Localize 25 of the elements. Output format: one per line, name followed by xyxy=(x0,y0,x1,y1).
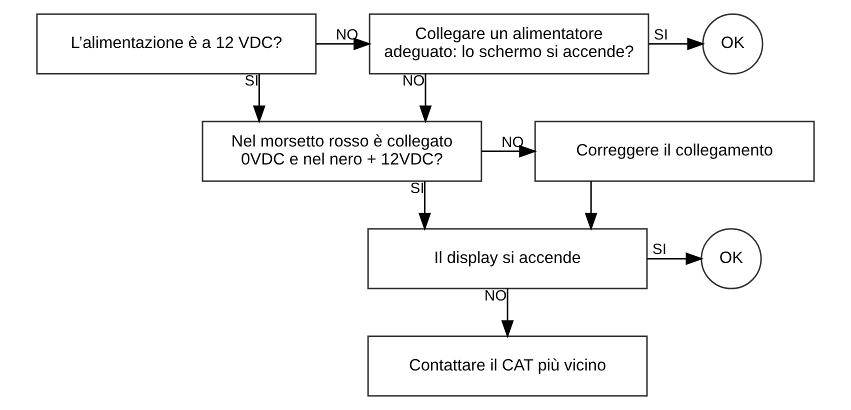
node-box: L’alimentazione è a 12 VDC? xyxy=(36,13,317,74)
edge-label: NO xyxy=(336,27,358,44)
edge-label: NO xyxy=(501,134,524,151)
node-circle: OK xyxy=(702,13,764,74)
node-box: Nel morsetto rosso è collegato 0VDC e nel nero + 12VDC? xyxy=(202,120,482,182)
arrow xyxy=(648,38,706,50)
node-box: Contattare il CAT più vicino xyxy=(367,336,648,397)
edge-label: NO xyxy=(402,74,425,90)
arrow xyxy=(419,74,432,124)
edge-label: SI xyxy=(652,242,666,258)
edge-label: SI xyxy=(244,74,259,90)
arrow xyxy=(252,74,266,124)
node-circle: OK xyxy=(700,228,762,290)
arrow xyxy=(316,38,372,50)
arrow xyxy=(647,252,704,265)
edge-label: SI xyxy=(654,27,668,44)
node-box: Il display si accende xyxy=(367,228,648,290)
edge-label: NO xyxy=(484,288,507,304)
arrow xyxy=(482,145,538,158)
arrow xyxy=(501,288,514,338)
node-box: Collegare un alimentatore adeguato: lo schermo si accende? xyxy=(368,13,650,74)
edge-label: SI xyxy=(410,180,424,197)
arrow xyxy=(584,181,598,231)
node-box: Correggere il collegamento xyxy=(534,120,815,182)
arrow xyxy=(418,181,432,231)
